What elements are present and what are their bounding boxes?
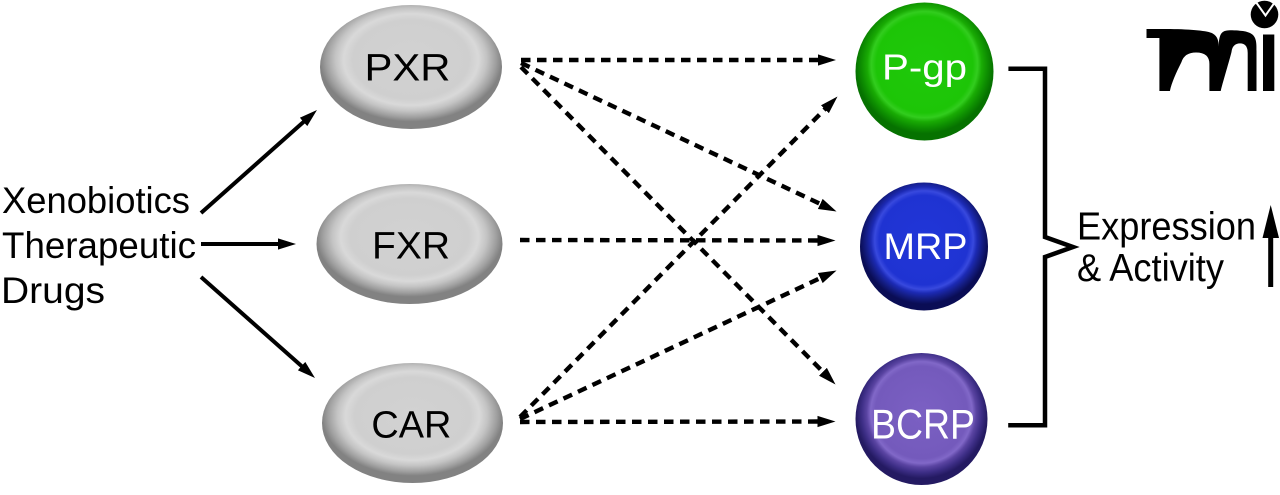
svg-text:Expression: Expression [1077,206,1256,249]
svg-text:Drugs: Drugs [1,270,105,311]
svg-text:P-gp: P-gp [882,46,967,87]
svg-text:CAR: CAR [371,405,451,447]
svg-text:BCRP: BCRP [871,401,975,448]
svg-text:Therapeutic: Therapeutic [2,225,196,266]
svg-text:& Activity: & Activity [1077,247,1225,290]
svg-text:Xenobiotics: Xenobiotics [2,180,190,221]
svg-text:PXR: PXR [365,48,451,90]
svg-text:MRP: MRP [884,225,968,267]
svg-text:FXR: FXR [372,225,450,267]
